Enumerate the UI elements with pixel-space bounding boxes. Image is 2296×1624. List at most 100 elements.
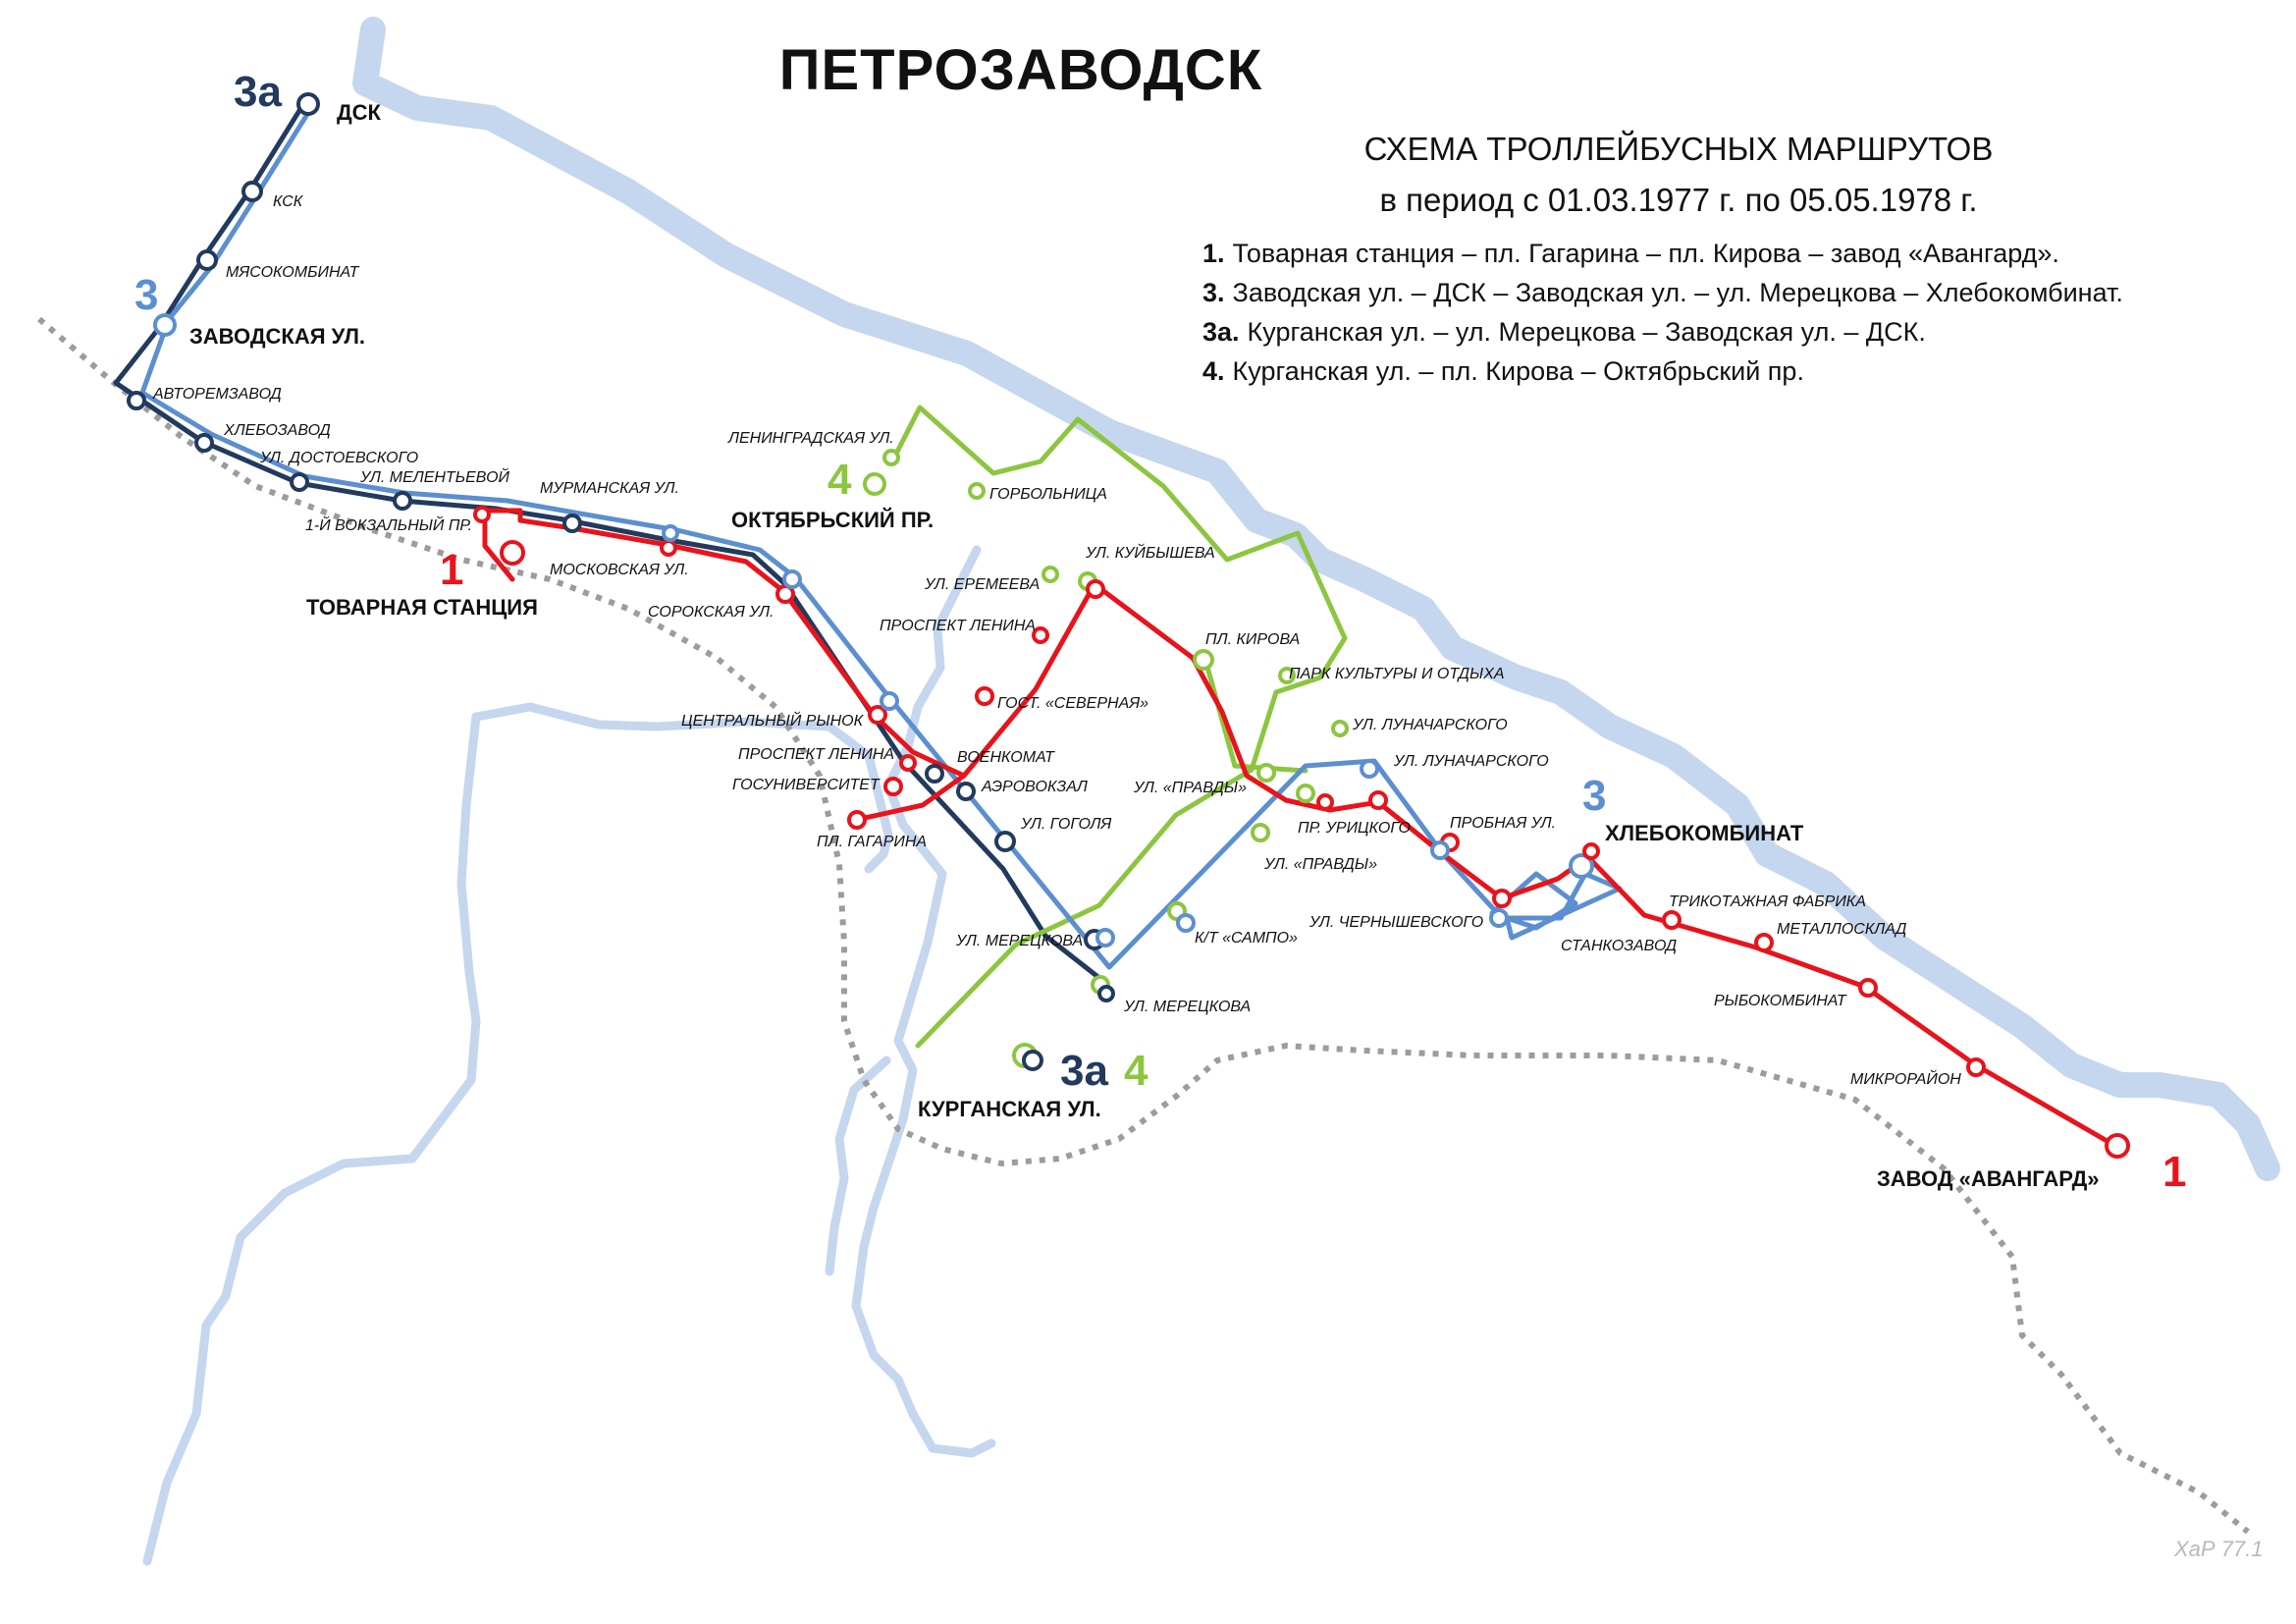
stop-rynok-b (880, 691, 899, 711)
stop-gogolya (994, 831, 1016, 852)
stop-hlebokombinat (1569, 853, 1594, 879)
stop-leningradskaya (882, 449, 900, 466)
label-gagarina: ПЛ. ГАГАРИНА (817, 834, 927, 850)
stop-probnaya-b (1430, 840, 1450, 860)
stop-chernyshevskogo-b (1489, 908, 1509, 928)
stop-melentevoy (393, 491, 412, 511)
stop-kuybysheva-b (1086, 579, 1105, 599)
terminal-labels: ДСК ЗАВОДСКАЯ УЛ. ТОВАРНАЯ СТАНЦИЯ ОКТЯБ… (189, 100, 2099, 1191)
stop-aerovokzal (956, 782, 976, 801)
legend-route-number: 1. (1202, 239, 1225, 268)
stop-prospekt-lenina-2 (899, 754, 917, 772)
label-mikrorayon: МИКРОРАЙОН (1850, 1069, 1961, 1088)
stop-park (1278, 667, 1296, 684)
stop-zavodskaya (153, 313, 177, 337)
stop-lunacharskogo (1360, 759, 1379, 779)
label-myasokombinat: МЯСОКОМБИНАТ (226, 264, 360, 281)
river-west (142, 702, 604, 1566)
label-kirova: ПЛ. КИРОВА (1205, 631, 1300, 648)
stop-voenkomat (925, 764, 944, 784)
label-chernyshevskogo: УЛ. ЧЕРНЫШЕВСКОГО (1308, 914, 1483, 931)
stop-avtoremzavod (127, 391, 146, 410)
route-4-line (891, 405, 1348, 1049)
label-gosuniversitet: ГОСУНИВЕРСИТЕТ (732, 777, 881, 793)
label-uritskogo: ПР. УРИЦКОГО (1298, 820, 1411, 837)
stop-lunacharskogo-r (1368, 790, 1388, 810)
route-legend: 1.Товарная станция – пл. Гагарина – пл. … (1202, 234, 2123, 391)
stop-gosuniversitet (883, 777, 903, 796)
page-subtitle: СХЕМА ТРОЛЛЕЙБУСНЫХ МАРШРУТОВ (1363, 131, 1994, 167)
label-meretskova: УЛ. МЕРЕЦКОВА (955, 933, 1083, 949)
label-probnaya: ПРОБНАЯ УЛ. (1450, 815, 1556, 832)
river-lososinka-branch (825, 1056, 891, 1276)
terminal-zavodskaya: ЗАВОДСКАЯ УЛ. (189, 324, 365, 349)
route-number-4-kur: 4 (1124, 1047, 1148, 1095)
railway (37, 316, 2250, 1535)
terminal-avangard: ЗАВОД «АВАНГАРД» (1877, 1166, 2099, 1191)
label-sampo: К/Т «САМПО» (1195, 930, 1298, 947)
stop-moskovskaya (660, 539, 677, 557)
river-lososinka (851, 545, 996, 1458)
terminal-oktyabrsky: ОКТЯБРЬСКИЙ ПР. (731, 508, 934, 532)
stop-oktyabrsky (863, 472, 886, 496)
stop-tovarnaya (500, 540, 525, 566)
stop-kirova (1193, 649, 1214, 671)
river-neglinka (594, 717, 893, 874)
legend-row: 1.Товарная станция – пл. Гагарина – пл. … (1202, 234, 2123, 273)
stop-pravdy-r (1296, 784, 1315, 803)
stop-chernyshevskogo (1492, 889, 1512, 908)
label-melentevoy: УЛ. МЕЛЕНТЬЕВОЙ (359, 467, 510, 486)
label-rynok: ЦЕНТРАЛЬНЫЙ РЫНОК (681, 711, 865, 730)
label-stankozavod: СТАНКОЗАВОД (1561, 938, 1677, 954)
label-gorbolnitsa: ГОРБОЛЬНИЦА (989, 486, 1107, 503)
stop-hlebozavod (194, 433, 214, 453)
route-numbers: 3а 3 1 4 3а 4 3 1 (134, 68, 2186, 1196)
page-title: ПЕТРОЗАВОДСК (778, 38, 1263, 102)
label-metallosklad: МЕТАЛЛОСКЛАД (1777, 921, 1906, 938)
legend-route-number: 3. (1202, 278, 1225, 307)
stop-gagarina (847, 810, 867, 830)
stop-rybokombinat (1858, 978, 1878, 998)
stop-dsk (296, 92, 320, 116)
stop-pravdy-2 (1251, 823, 1270, 842)
shoreline (352, 17, 2280, 1181)
label-pravdy: УЛ. «ПРАВДЫ» (1133, 780, 1247, 796)
label-1-vokzalny: 1-Й ВОКЗАЛЬНЫЙ ПР. (305, 515, 472, 534)
route-number-1-avg: 1 (2163, 1148, 2186, 1196)
label-dostoevskogo: УЛ. ДОСТОЕВСКОГО (259, 450, 418, 466)
stop-prospekt-lenina (1032, 626, 1049, 644)
label-pravdy-2: УЛ. «ПРАВДЫ» (1263, 856, 1377, 873)
stop-metallosklad (1754, 933, 1774, 952)
label-aerovokzal: АЭРОВОКЗАЛ (981, 779, 1088, 795)
legend-row: 3.Заводская ул. – ДСК – Заводская ул. – … (1202, 273, 2123, 312)
stop-dostoevskogo (290, 472, 309, 492)
stop-rynok (868, 705, 887, 725)
legend-route-text: Товарная станция – пл. Гагарина – пл. Ки… (1232, 239, 2059, 268)
label-park: ПАРК КУЛЬТУРЫ И ОТДЫХА (1289, 666, 1505, 682)
water-layer (142, 17, 2280, 1566)
period-text: в период с 01.03.1977 г. по 05.05.1978 г… (1379, 182, 1978, 218)
stop-kurganskaya-b (1022, 1050, 1043, 1071)
route-number-3a-kur: 3а (1060, 1047, 1108, 1095)
label-kuybysheva: УЛ. КУЙБЫШЕВА (1085, 543, 1215, 562)
rivers (142, 545, 996, 1566)
author-credit: ХаР 77.1 (2174, 1537, 2264, 1561)
terminal-dsk: ДСК (337, 100, 382, 125)
label-lunacharskogo: УЛ. ЛУНАЧАРСКОГО (1393, 753, 1549, 770)
stop-1-vokzalny (473, 506, 491, 523)
stops-layer (127, 92, 2130, 1159)
legend-route-text: Курганская ул. – пл. Кирова – Октябрьски… (1232, 356, 1804, 386)
stop-meretskova-b (1095, 928, 1115, 947)
label-prospekt-lenina: ПРОСПЕКТ ЛЕНИНА (880, 618, 1036, 634)
route-number-3-zav: 3 (134, 271, 158, 319)
stop-moskovskaya-b (662, 524, 679, 542)
stop-lunacharskogo-g (1331, 720, 1349, 737)
route-3-loop (1489, 871, 1578, 931)
route-number-1-tov: 1 (440, 546, 463, 594)
label-sorokskaya: СОРОКСКАЯ УЛ. (648, 604, 774, 621)
label-ksk: КСК (273, 193, 304, 210)
stop-sampo-b (1176, 913, 1196, 933)
route-number-4-okt: 4 (828, 456, 852, 504)
stop-trikotazhnaya (1662, 910, 1682, 930)
label-leningradskaya: ЛЕНИНГРАДСКАЯ УЛ. (727, 430, 894, 447)
